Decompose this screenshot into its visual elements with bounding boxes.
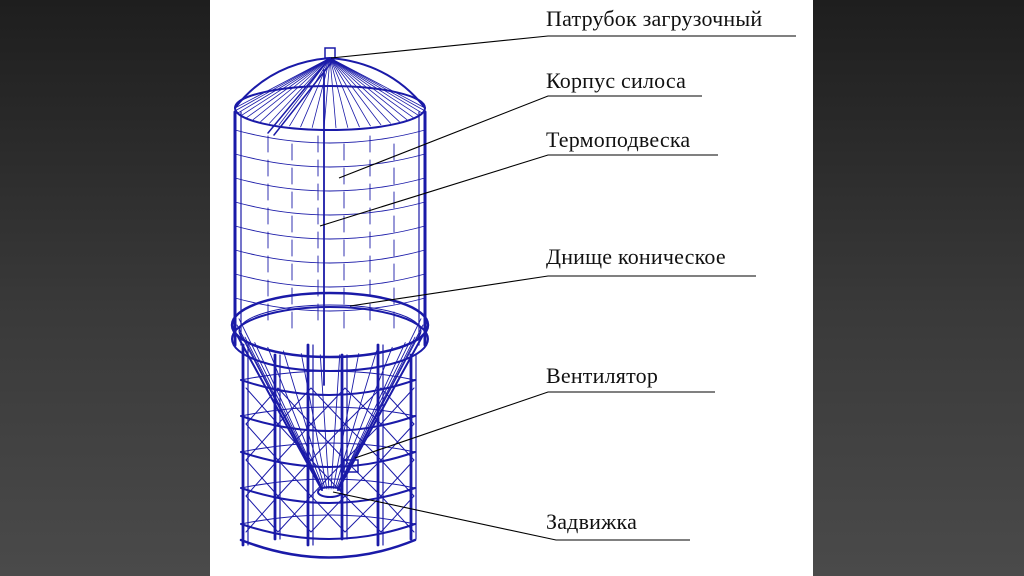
hopper-rib [339, 318, 422, 485]
support-brace [380, 495, 415, 533]
body-panel-seam [234, 249, 426, 264]
roof-rib [329, 57, 400, 122]
support-brace [344, 387, 382, 425]
roof-rib [234, 57, 331, 109]
support-brace [245, 459, 279, 497]
support-ring [240, 415, 416, 432]
roof-rib [329, 57, 382, 126]
roof-rib [235, 57, 331, 111]
leader-lines [319, 35, 796, 541]
hopper-inner-ring [238, 304, 422, 358]
roof-rib [329, 57, 371, 127]
roof-rib [241, 57, 331, 116]
roof-rib [252, 57, 331, 121]
roof-rib [237, 57, 331, 114]
leader-line [330, 35, 796, 59]
roof-rib [329, 57, 408, 121]
leader-line [354, 391, 715, 459]
hopper-top-ring [230, 291, 430, 359]
leader-line [319, 154, 718, 227]
support-ring [240, 370, 416, 381]
hopper-rib [236, 324, 321, 486]
body-panel-seam [234, 273, 426, 288]
roof-rib [329, 57, 426, 109]
support-brace [310, 495, 346, 533]
roof-rib [329, 57, 419, 116]
label-loading-nozzle: Патрубок загрузочный [546, 6, 763, 31]
hopper-rib [267, 346, 324, 489]
support-ring [240, 487, 416, 504]
hopper-top-ring [231, 306, 429, 372]
roof-rib [329, 57, 337, 129]
support-brace [245, 423, 279, 461]
support-ring [240, 451, 416, 468]
roof-rib [289, 57, 331, 127]
support-brace [245, 495, 279, 533]
support-brace [310, 459, 346, 497]
slide: Патрубок загрузочный Корпус силоса Термо… [210, 0, 813, 576]
roof-rib [323, 57, 331, 129]
roof-ladder-rail [267, 57, 331, 134]
support-brace [277, 423, 312, 461]
silo-diagram [230, 35, 796, 559]
label-thermo-suspension: Термоподвеска [546, 127, 691, 152]
body-panel-seam [234, 225, 426, 240]
support-brace [245, 387, 279, 425]
support-brace [380, 423, 415, 461]
leader-line [332, 491, 690, 541]
roof-rib [329, 57, 349, 128]
body-panel-seam [234, 201, 426, 216]
roof-rib [329, 57, 425, 111]
support-brace [310, 423, 346, 461]
hopper-wall [337, 334, 424, 491]
roof-rib [329, 57, 391, 124]
body-panel-seam [234, 177, 426, 192]
silo-drawing [230, 47, 430, 559]
leader-line [349, 275, 756, 307]
roof-rib [269, 57, 331, 124]
base-ring [239, 538, 417, 559]
roof-rib [329, 57, 423, 114]
support-ring [240, 523, 416, 540]
loading-nozzle-part [324, 47, 336, 59]
support-brace [344, 423, 382, 461]
roof-eave-ring [234, 85, 426, 131]
support-brace [344, 495, 382, 533]
support-brace [344, 459, 382, 497]
support-brace [277, 387, 312, 425]
label-conical-bottom: Днище коническое [546, 244, 726, 269]
hopper-rib [330, 354, 341, 490]
support-brace [380, 459, 415, 497]
support-brace [380, 387, 415, 425]
support-brace [277, 495, 312, 533]
roof-rib [260, 57, 331, 122]
support-brace [277, 459, 312, 497]
label-silo-body: Корпус силоса [546, 68, 687, 93]
support-ring [240, 379, 416, 396]
label-fan: Вентилятор [546, 363, 659, 388]
hopper-rib [254, 342, 323, 488]
roof-rib [311, 57, 331, 128]
hopper-rib [283, 350, 326, 489]
label-gate-valve: Задвижка [546, 509, 638, 534]
support-brace [310, 387, 346, 425]
leader-line [338, 95, 702, 179]
roof-rib [329, 57, 360, 128]
body-panel-seam [234, 129, 426, 144]
body-panel-seam [234, 153, 426, 168]
